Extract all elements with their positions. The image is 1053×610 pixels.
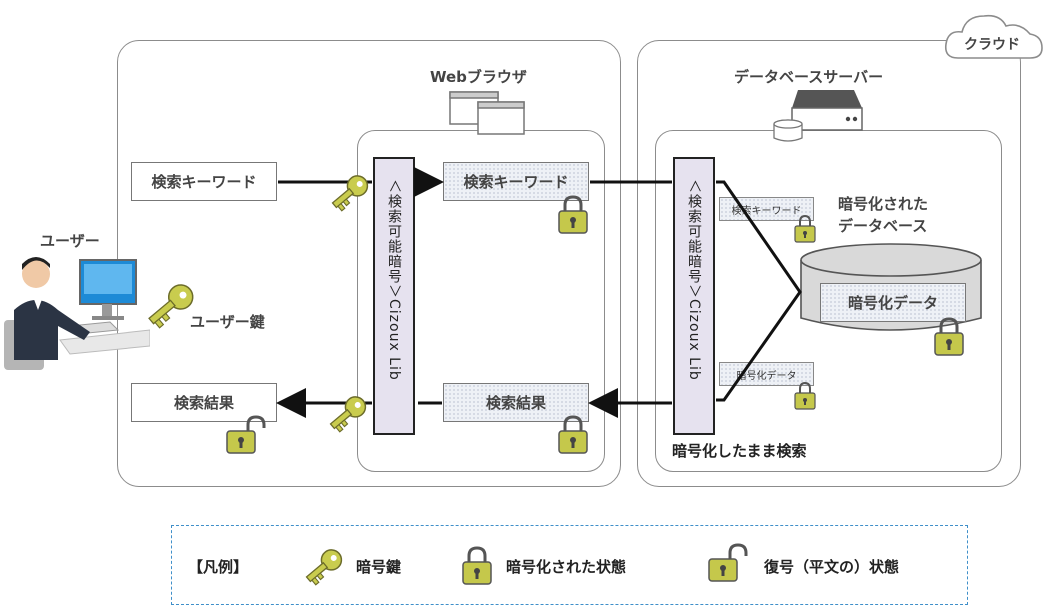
key-icon <box>305 549 343 586</box>
legend-title: 【凡例】 <box>188 558 249 576</box>
user-key-label: ユーザー鍵 <box>190 313 265 331</box>
server-encrypted-data-box: 暗号化データ <box>820 283 966 322</box>
padlock-closed-icon <box>934 317 964 356</box>
cloud-label: クラウド <box>964 37 1020 53</box>
left-search-keyword-box: 検索キーワード <box>131 162 277 201</box>
key-icon <box>331 175 369 212</box>
legend-item-label: 暗号鍵 <box>356 558 402 576</box>
key-icon <box>329 396 367 433</box>
user-label: ユーザー <box>40 232 100 250</box>
padlock-closed-icon <box>558 195 588 234</box>
server-title: データベースサーバー <box>734 68 884 86</box>
browser-search-result-box: 検索結果 <box>443 383 589 422</box>
padlock-open-icon <box>226 415 266 454</box>
padlock-closed-icon <box>558 415 588 454</box>
database-server-icon <box>773 90 863 142</box>
padlock-closed-icon <box>794 381 816 410</box>
server-caption: 暗号化したまま検索 <box>672 442 807 460</box>
server-cizoux-lib: ＜検索可能暗号＞Cizoux Lib <box>673 157 715 435</box>
browser-cizoux-lib: ＜検索可能暗号＞Cizoux Lib <box>373 157 415 435</box>
padlock-closed-icon <box>462 546 492 585</box>
legend-item-label: 復号（平文の）状態 <box>764 558 900 576</box>
server-db-title: 暗号化された データベース <box>838 195 929 235</box>
browser-title: Webブラウザ <box>430 68 527 86</box>
user-at-computer-illustration <box>4 257 150 370</box>
padlock-open-icon <box>708 543 748 582</box>
legend-item-label: 暗号化された状態 <box>506 558 627 576</box>
browser-icon <box>449 91 525 135</box>
legend-box <box>171 525 968 605</box>
padlock-closed-icon <box>794 214 816 243</box>
user-key-icon <box>148 284 194 329</box>
